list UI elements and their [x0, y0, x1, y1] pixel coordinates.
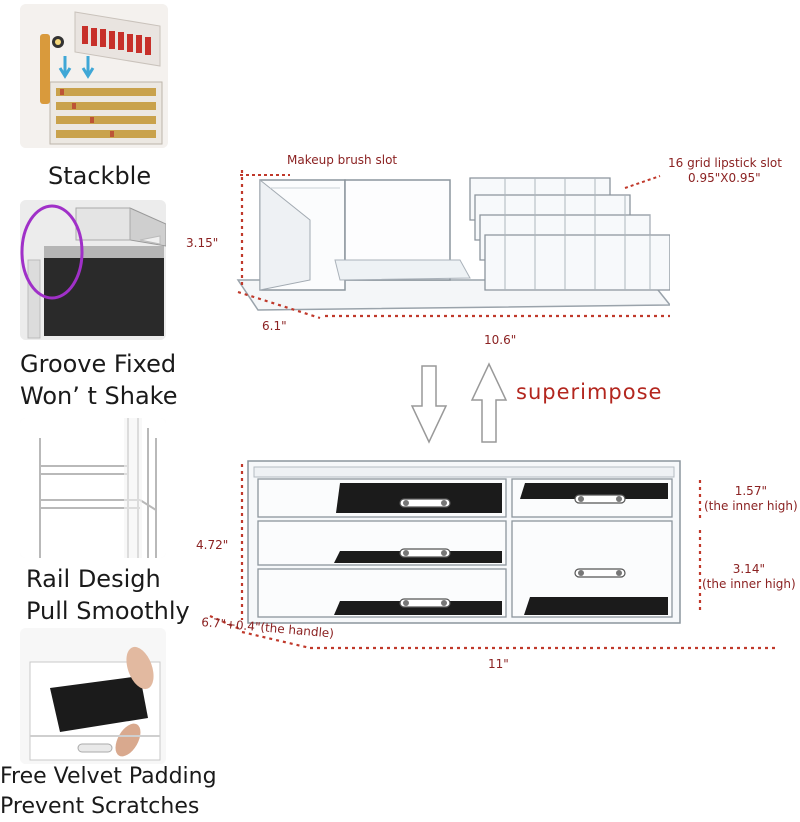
- feature-label-rail: Rail Desigh Pull Smoothly: [26, 565, 190, 625]
- superimpose-label: superimpose: [516, 380, 663, 404]
- tray-width-label: 10.6": [484, 333, 517, 347]
- small-drawer-inner-label: 1.57" (the inner high): [704, 484, 798, 513]
- drawer-width-label: 11": [488, 657, 509, 671]
- tray-dimension-lines: [237, 170, 670, 320]
- tray-height-label: 3.15": [186, 236, 219, 250]
- stack-arrows: [410, 362, 508, 444]
- drawer-dimension-lines: [209, 464, 775, 650]
- brush-slot-label: Makeup brush slot: [287, 153, 398, 167]
- lipstick-slot-label: 16 grid lipstick slot: [668, 156, 782, 170]
- velvet-photo: [20, 628, 166, 764]
- feature-label-velvet: Free Velvet Padding Prevent Scratches: [0, 764, 217, 819]
- lipstick-slot-size: 0.95"X0.95": [688, 171, 761, 185]
- groove-photo: [20, 200, 166, 340]
- large-drawer-inner-label: 3.14" (the inner high): [702, 562, 796, 591]
- cosmetic-tray-illustration: [236, 174, 670, 311]
- drawer-height-label: 4.72": [196, 538, 229, 552]
- stacking-photo: [20, 4, 168, 148]
- rail-photo: [20, 418, 166, 558]
- drawer-unit-illustration: [247, 460, 681, 624]
- tray-depth-label: 6.1": [262, 319, 287, 333]
- feature-label-groove: Groove Fixed Won’ t Shake: [20, 350, 178, 410]
- feature-label-stackable: Stackble: [48, 162, 152, 190]
